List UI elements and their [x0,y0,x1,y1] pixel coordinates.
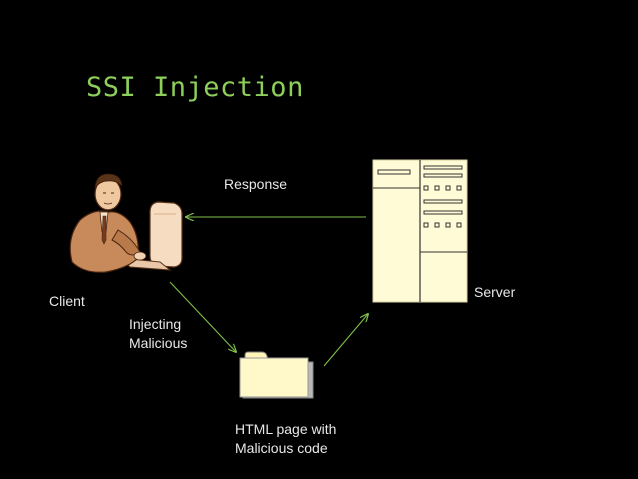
slide-title: SSI Injection [86,72,304,103]
server-icon [372,159,468,303]
injecting-label: Injecting Malicious [129,315,187,353]
injecting-arrow [169,281,236,352]
server-label: Server [474,284,516,300]
client-label: Client [49,293,85,309]
html-page-label: HTML page with Malicious code [235,420,336,458]
upload-arrow [323,314,368,367]
injecting-label-line2: Malicious [129,335,188,351]
injecting-label-line1: Injecting [129,316,182,332]
folder-icon [239,351,314,399]
html-page-label-line1: HTML page with [235,421,337,437]
client-icon [69,173,183,273]
html-page-label-line2: Malicious code [235,440,328,456]
response-label: Response [224,176,288,192]
